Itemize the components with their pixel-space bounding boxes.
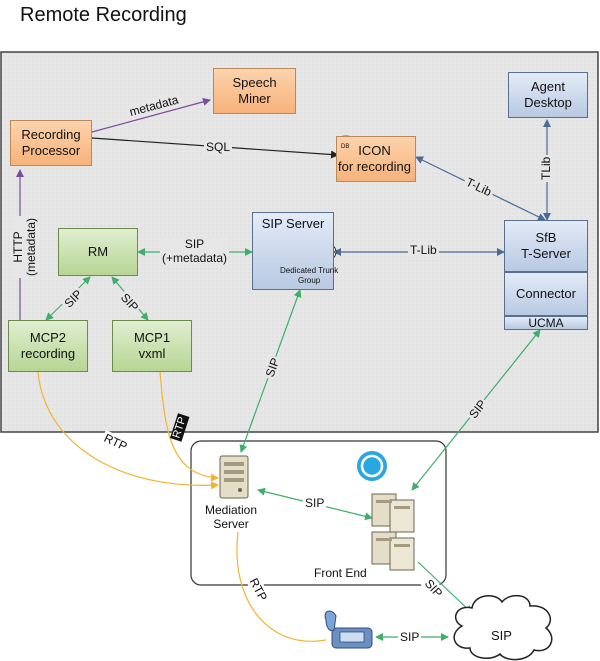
diagram-title: Remote Recording [20, 4, 187, 26]
metadata-edge [91, 97, 211, 133]
icon-db-label: DB [341, 144, 350, 150]
sql-label: SQL [204, 140, 233, 154]
sip-cloud [453, 594, 553, 661]
rtp-mcp2-edge [37, 371, 219, 490]
rm-node: RM [58, 228, 138, 276]
agent-desktop-node: Agent Desktop [508, 72, 588, 118]
sip-mediation-frontend-label: SIP [303, 496, 327, 510]
front-end-label: Front End [314, 566, 367, 580]
dedicated-trunk-label: Dedicated Trunk Group [280, 266, 339, 285]
connector-node: Connector [504, 272, 588, 316]
mediation-server-label: Mediation Server [205, 503, 258, 531]
sip-frontend-cloud-edge [417, 561, 473, 614]
mcp1-node: MCP1 vxml [112, 320, 192, 372]
tlib-sip-label: T-Lib [408, 243, 439, 257]
http-metadata-label: HTTP (metadata) [11, 215, 38, 278]
mediation-server-icon [219, 455, 249, 499]
phone-icon [324, 610, 373, 649]
sip-phone-cloud-label: SIP [398, 630, 422, 644]
sip-server-node: SIP Server [252, 212, 334, 290]
sip-metadata-label: SIP (+metadata) [160, 237, 230, 265]
tlib-agent-label: TLib [539, 154, 553, 182]
sip-cloud-label: SIP [491, 628, 512, 643]
rtp-phone-edge [236, 531, 327, 642]
speech-miner-node: Speech Miner [213, 68, 296, 114]
recording-processor-node: Recording Processor [10, 120, 92, 166]
front-end-servers-icon [371, 493, 415, 571]
icon-node: ICON for recording [336, 136, 416, 182]
mcp2-node: MCP2 recording [8, 320, 88, 372]
rtp-mcp1-edge [159, 371, 219, 482]
ucma-node: UCMA [504, 316, 588, 330]
sfb-tserver-node: SfB T-Server [504, 220, 588, 272]
skype-icon [357, 451, 387, 481]
